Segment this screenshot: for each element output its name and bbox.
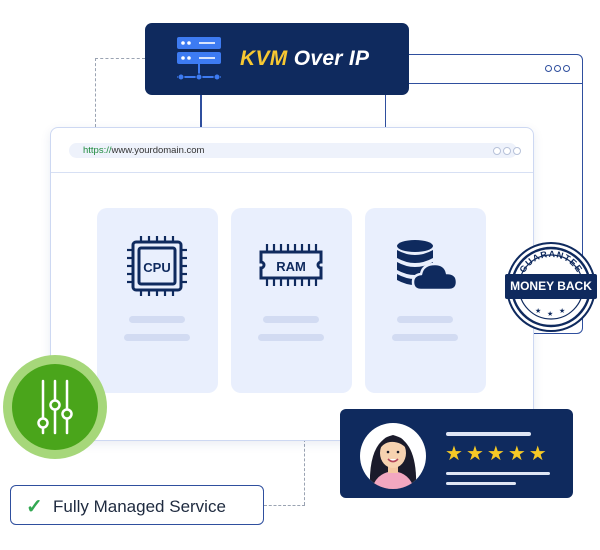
star-icon: ★ [445, 443, 463, 465]
svg-text:★: ★ [559, 307, 565, 315]
cpu-label: CPU [143, 260, 170, 275]
placeholder-line [397, 316, 453, 323]
ram-card[interactable]: RAM [231, 208, 352, 393]
address-bar[interactable]: https://www.yourdomain.com [69, 143, 517, 158]
database-cloud-icon [389, 236, 461, 296]
review-text-placeholder [446, 482, 516, 485]
placeholder-line [124, 334, 190, 341]
server-rack-icon [177, 37, 221, 81]
customer-review-card: ★ ★ ★ ★ ★ [340, 409, 573, 498]
checkmark-icon: ✓ [26, 496, 43, 518]
star-icon: ★ [507, 443, 526, 465]
window-controls-icon[interactable] [493, 147, 521, 155]
avatar [360, 423, 426, 489]
rating-stars: ★ ★ ★ ★ ★ [445, 444, 547, 464]
fully-managed-service-pill: ✓ Fully Managed Service [10, 485, 264, 525]
review-text-placeholder [446, 472, 550, 475]
browser-toolbar: https://www.yourdomain.com [51, 128, 533, 173]
feature-label: Fully Managed Service [53, 497, 226, 516]
placeholder-line [263, 316, 319, 323]
connector-line [95, 58, 96, 127]
url-host: www.yourdomain.com [111, 145, 205, 156]
title-highlight: KVM [240, 47, 288, 70]
storage-card[interactable] [365, 208, 486, 393]
badge-ribbon [505, 274, 597, 299]
kvm-header: KVM Over IP [145, 23, 409, 95]
browser-window: https://www.yourdomain.com CPU [50, 127, 534, 441]
connector-line [95, 58, 145, 59]
cpu-chip-icon: CPU [121, 236, 193, 296]
star-icon: ★ [486, 443, 505, 465]
star-icon: ★ [465, 443, 484, 465]
header-title: KVM Over IP [240, 47, 369, 71]
connector-line [304, 439, 305, 505]
window-dots-icon [545, 65, 570, 72]
placeholder-line [129, 316, 185, 323]
settings-sliders-badge [3, 355, 107, 459]
cpu-card[interactable]: CPU [97, 208, 218, 393]
review-title-placeholder [446, 432, 531, 436]
placeholder-line [392, 334, 458, 341]
title-rest: Over IP [293, 47, 370, 70]
svg-text:★: ★ [547, 310, 553, 318]
svg-text:★: ★ [535, 307, 541, 315]
badge-main-text: MONEY BACK [510, 279, 592, 293]
sliders-icon [37, 379, 73, 435]
connector-line [264, 505, 305, 506]
ram-label: RAM [276, 259, 306, 274]
connector-line [200, 95, 202, 127]
placeholder-line [258, 334, 324, 341]
url-protocol: https:// [83, 145, 112, 156]
ram-module-icon: RAM [255, 236, 327, 296]
money-back-badge: GUARANTEE ★★★ MONEY BACK [505, 241, 597, 333]
star-icon: ★ [528, 443, 547, 465]
